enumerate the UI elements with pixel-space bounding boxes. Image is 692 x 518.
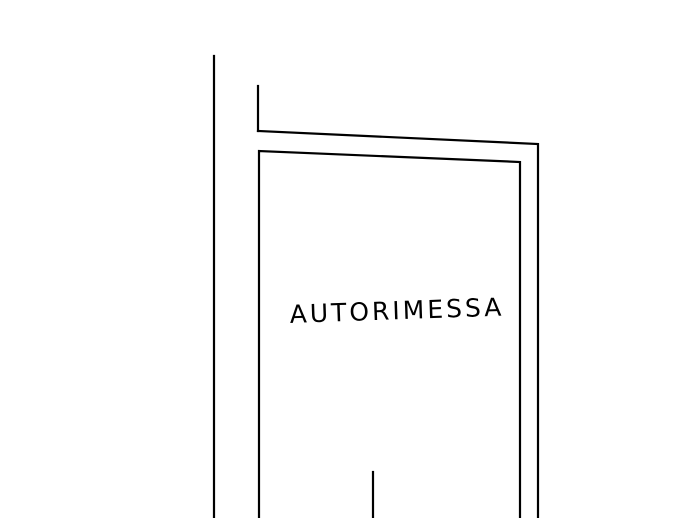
room-label-garage: AUTORIMESSA <box>289 293 505 329</box>
garage-inner-wall <box>257 149 522 518</box>
garage-outer-wall <box>256 129 540 518</box>
